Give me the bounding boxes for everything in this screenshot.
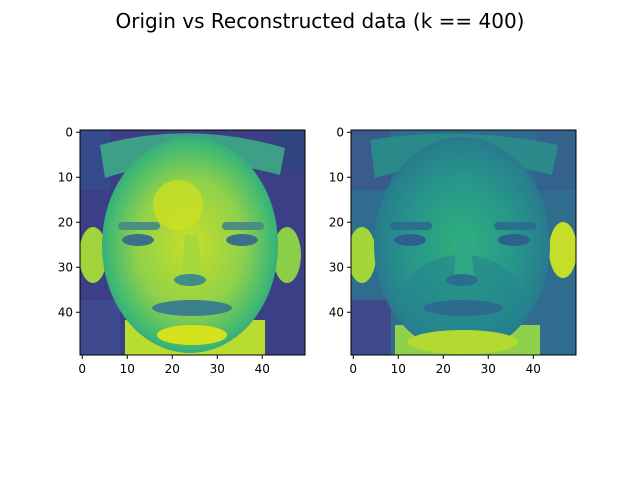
y-tick-label: 0: [65, 125, 73, 139]
original-axes-frame: [79, 129, 306, 356]
y-tick-label: 20: [58, 215, 73, 229]
x-tick-label: 30: [481, 362, 496, 376]
original-ticks: 0 10 20 30 40 0 10 20 30 40: [58, 125, 270, 376]
y-tick-label: 30: [58, 260, 73, 274]
figure-title: Origin vs Reconstructed data (k == 400): [116, 9, 525, 33]
original-face-image: [80, 130, 305, 355]
x-tick-label: 40: [526, 362, 541, 376]
x-tick-label: 0: [349, 362, 357, 376]
x-tick-label: 0: [78, 362, 86, 376]
y-tick-label: 0: [336, 125, 344, 139]
reconstructed-ticks: 0 10 20 30 40 0 10 20 30 40: [329, 125, 541, 376]
x-tick-label: 30: [210, 362, 225, 376]
reconstructed-face-image: [351, 130, 576, 355]
reconstructed-face-panel: 0 10 20 30 40 0 10 20 30 40: [329, 125, 577, 376]
x-tick-label: 10: [391, 362, 406, 376]
y-tick-label: 10: [58, 170, 73, 184]
y-tick-label: 20: [329, 215, 344, 229]
x-tick-label: 40: [255, 362, 270, 376]
x-tick-label: 10: [120, 362, 135, 376]
y-tick-label: 40: [329, 305, 344, 319]
y-tick-label: 30: [329, 260, 344, 274]
y-tick-label: 10: [329, 170, 344, 184]
x-tick-label: 20: [436, 362, 451, 376]
original-face-panel: 0 10 20 30 40 0 10 20 30 40: [58, 125, 306, 376]
reconstructed-axes-frame: [350, 129, 577, 356]
x-tick-label: 20: [165, 362, 180, 376]
y-tick-label: 40: [58, 305, 73, 319]
